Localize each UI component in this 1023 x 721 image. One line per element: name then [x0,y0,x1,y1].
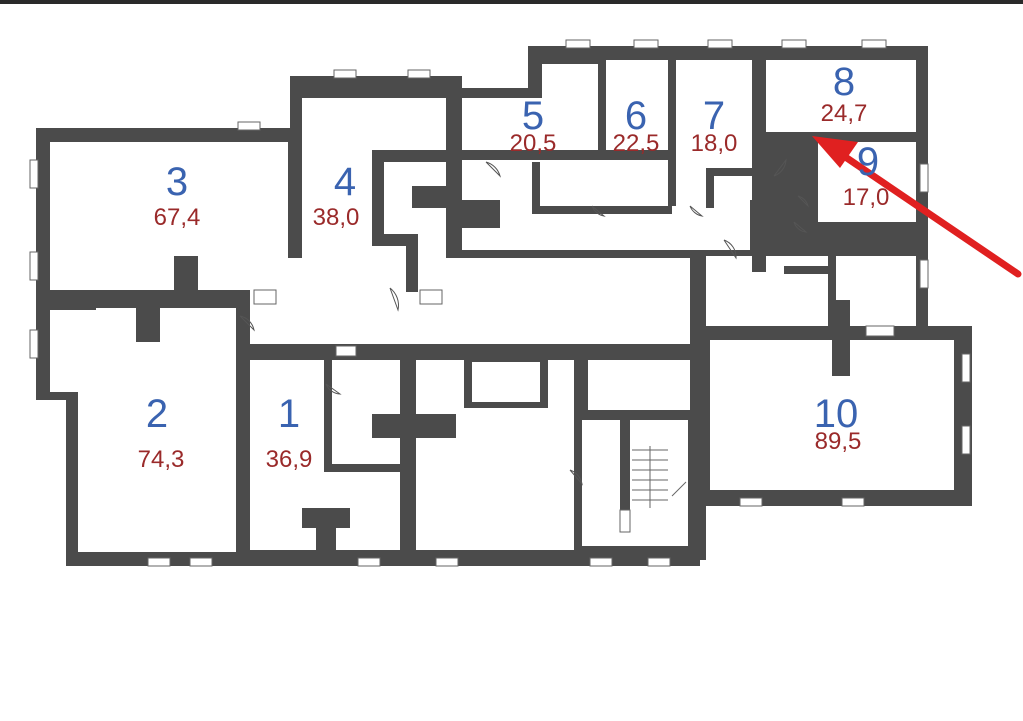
doors [239,158,809,486]
room-7-area: 18,0 [690,130,738,157]
room-4-area: 38,0 [312,204,360,231]
room-10-number: 10 [813,392,859,436]
room-5-number: 5 [521,94,545,138]
room-8-area: 24,7 [820,100,868,127]
room-3-number: 3 [165,160,189,204]
room-3-area: 67,4 [153,204,201,231]
partitions [136,60,916,560]
room-2-number: 2 [145,392,169,436]
room-5-area: 20,5 [509,130,557,157]
red-arrow-pointer-icon [812,136,1022,278]
room-7-number: 7 [702,94,726,138]
room-8-number: 8 [832,60,856,104]
room-1-number: 1 [277,392,301,436]
room-1-area: 36,9 [265,446,313,473]
top-border-bar [0,0,1023,4]
room-2-area: 74,3 [137,446,185,473]
room-9-number: 9 [856,140,880,184]
room-6-area: 22,5 [612,130,660,157]
windows [29,39,971,567]
room-9-area: 17,0 [842,184,890,211]
room-4-number: 4 [333,160,357,204]
room-6-number: 6 [624,94,648,138]
room-10-area: 89,5 [814,428,862,455]
staircase [632,446,687,508]
